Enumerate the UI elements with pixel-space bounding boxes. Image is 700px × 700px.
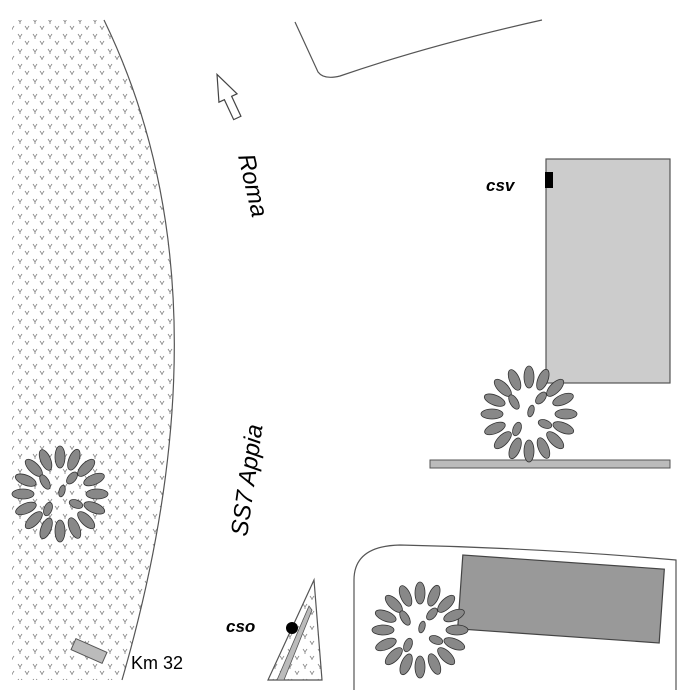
km-marker-label: Km 32 xyxy=(131,653,183,673)
road-edge-top-right xyxy=(294,19,543,78)
tree-icon xyxy=(11,445,109,543)
km-marker-sign xyxy=(70,637,108,665)
road-edge-left xyxy=(103,19,175,681)
direction-label: Roma xyxy=(232,151,273,219)
building-bottom-right xyxy=(457,554,665,644)
cso-marker xyxy=(286,622,298,634)
road-name-label: SS7 Appia xyxy=(226,423,268,538)
csv-label: csv xyxy=(486,176,516,195)
arrow-up-icon xyxy=(216,72,242,121)
vegetation-area-left xyxy=(12,20,175,680)
platform-strip xyxy=(429,459,671,469)
block-outline-bottom-right xyxy=(353,544,677,690)
tree-icon xyxy=(480,365,578,463)
building-right xyxy=(545,158,671,384)
island-strip xyxy=(276,605,313,681)
tree-icon xyxy=(371,581,469,679)
csv-marker xyxy=(545,172,553,188)
cso-label: cso xyxy=(226,617,255,636)
